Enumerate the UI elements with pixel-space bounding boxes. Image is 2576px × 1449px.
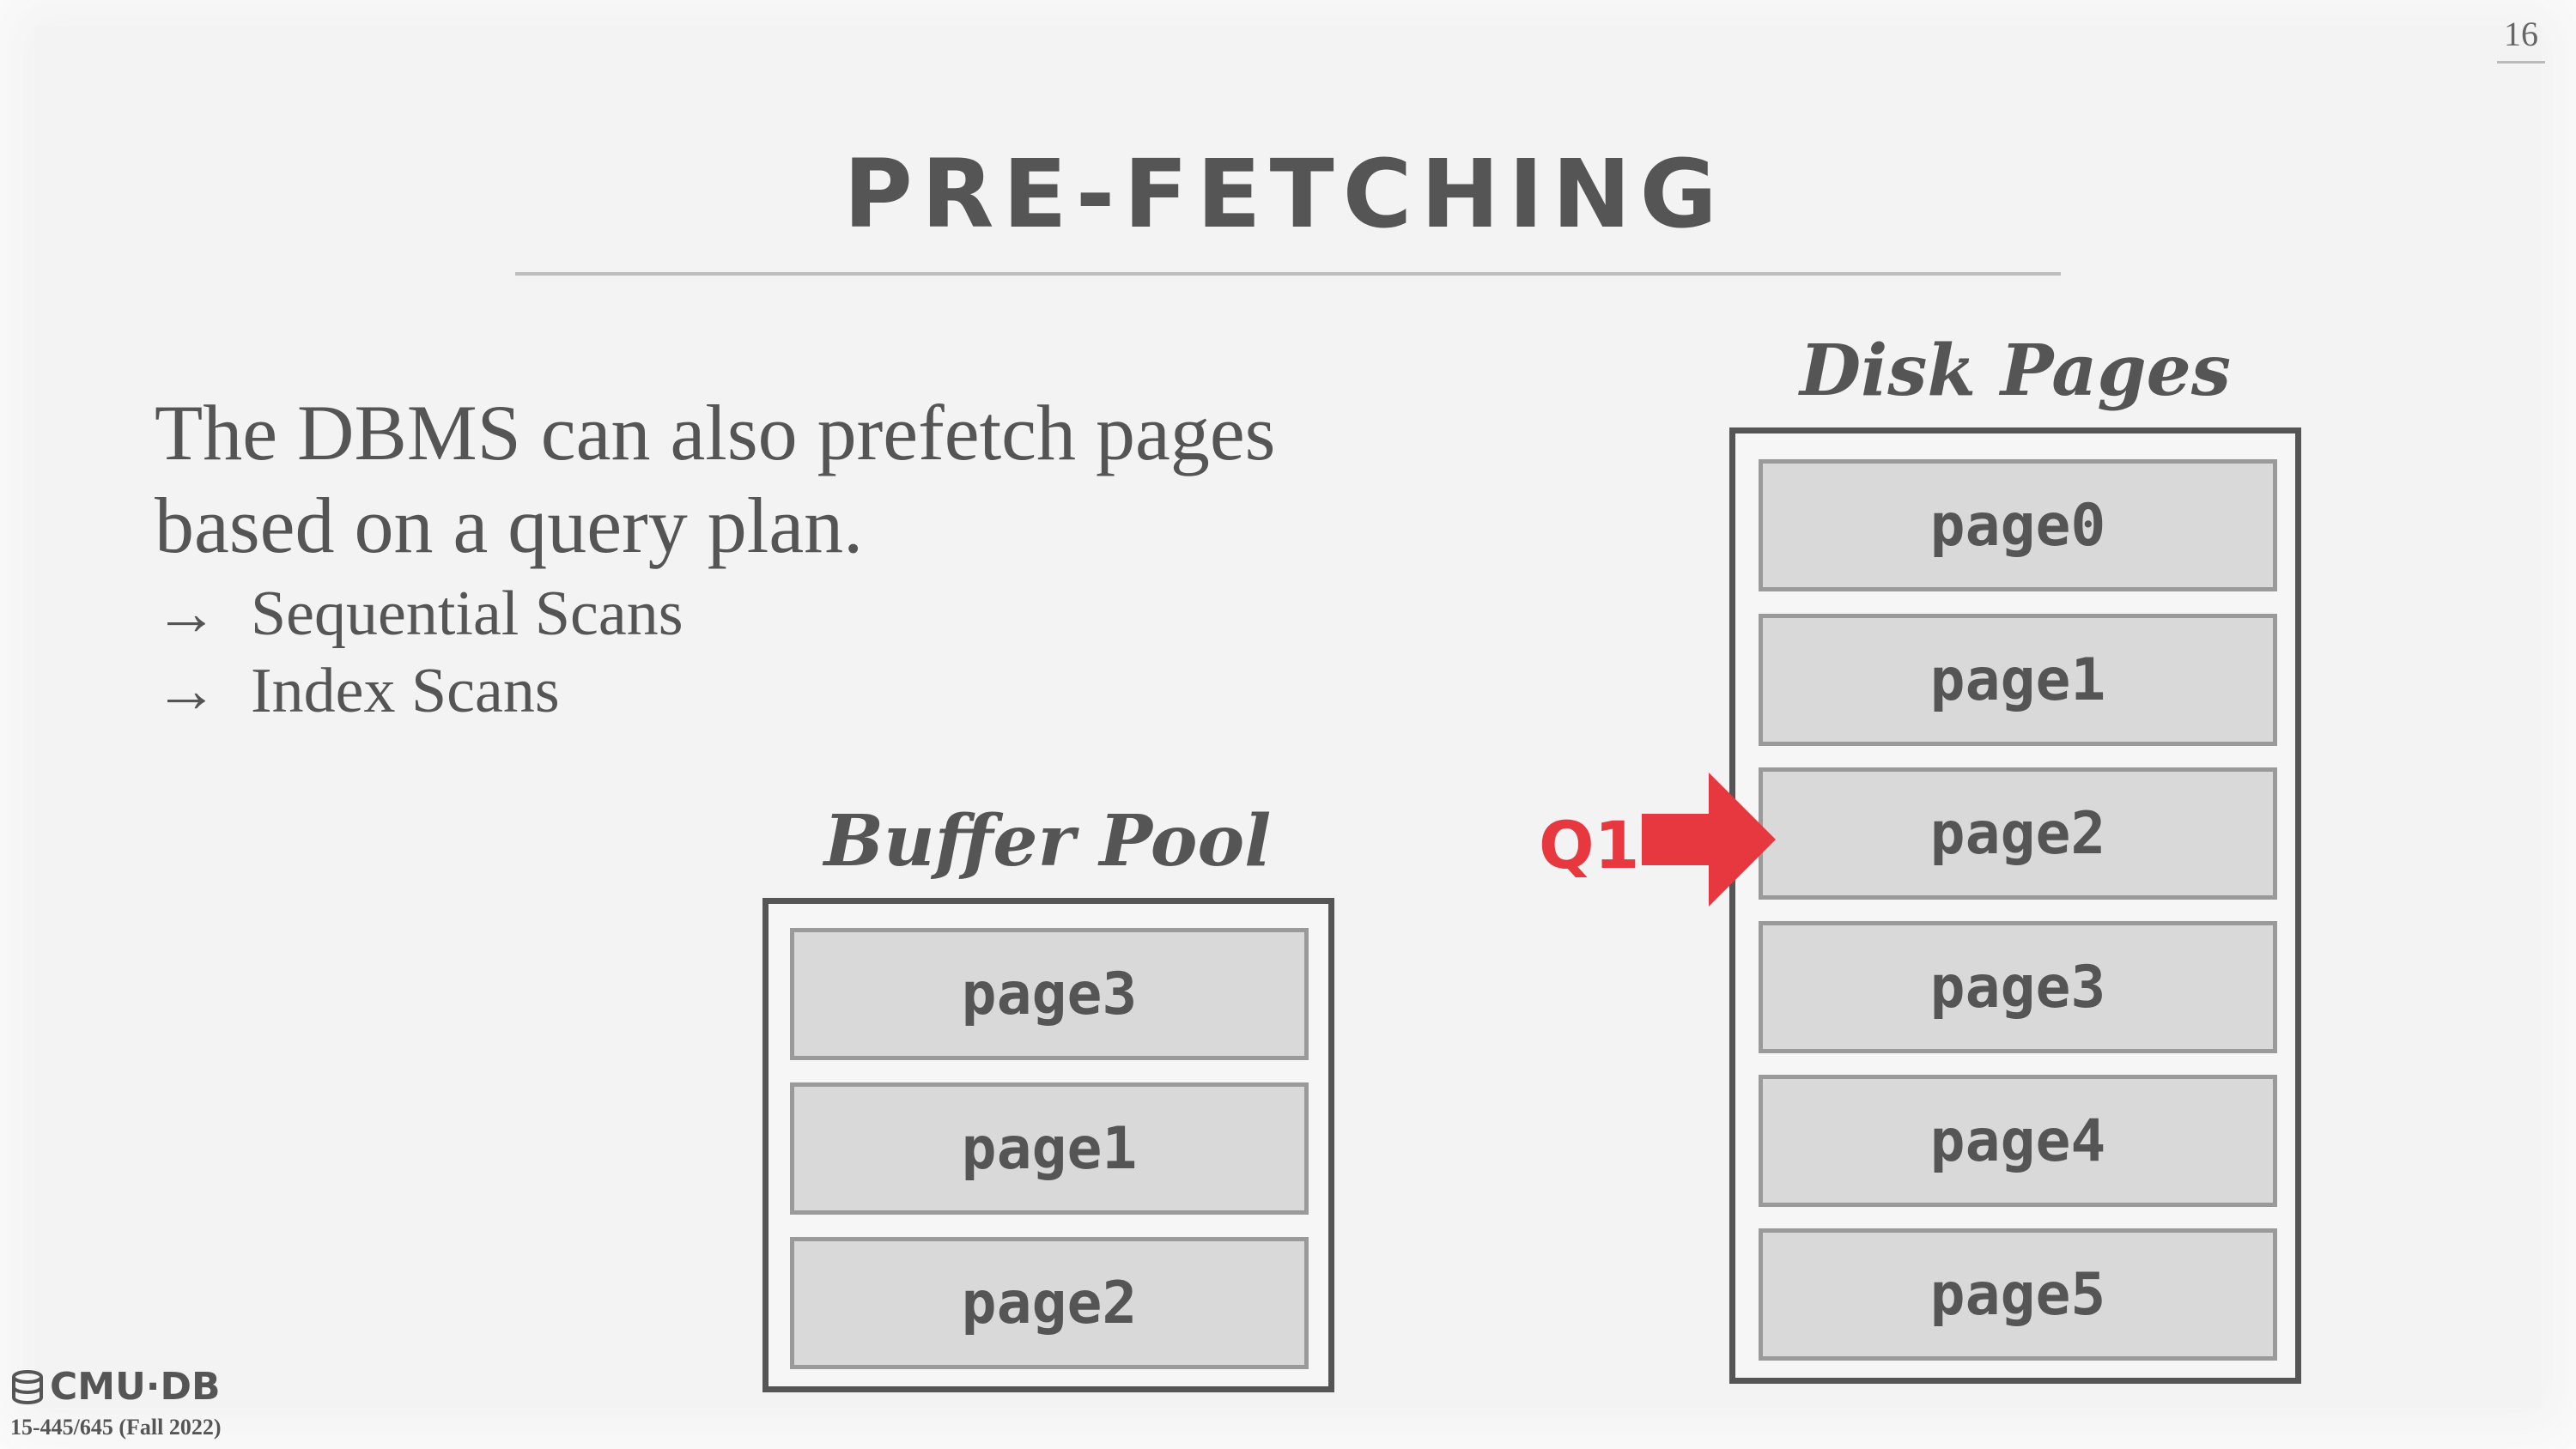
bullet-item: → Sequential Scans <box>155 575 683 652</box>
buffer-pool-label: Buffer Pool <box>823 800 1272 882</box>
disk-page: page2 <box>1759 767 2277 900</box>
disk-page: page1 <box>1759 614 2277 746</box>
buffer-page-slot: page1 <box>790 1082 1309 1215</box>
buffer-page-slot: page3 <box>790 928 1309 1060</box>
logo-text: CMU·DB <box>50 1365 221 1409</box>
course-label: 15-445/645 (Fall 2022) <box>10 1415 222 1440</box>
bullet-list: → Sequential Scans → Index Scans <box>155 575 683 730</box>
slide-title: PRE-FETCHING <box>843 139 1726 249</box>
disk-page: page3 <box>1759 921 2277 1053</box>
cmu-db-logo: CMU·DB <box>10 1365 221 1409</box>
database-icon <box>12 1369 43 1404</box>
disk-pages-container: page0 page1 page2 page3 page4 page5 <box>1729 427 2301 1384</box>
query-pointer-arrow-icon <box>1642 773 1776 906</box>
buffer-pool-container: page3 page1 page2 <box>762 898 1334 1392</box>
bullet-item: → Index Scans <box>155 652 683 730</box>
query-label: Q1 <box>1539 807 1640 883</box>
right-arrow-icon: → <box>155 579 218 649</box>
body-line-1: The DBMS can also prefetch pages <box>155 389 1276 476</box>
bullet-text: Sequential Scans <box>251 579 683 649</box>
buffer-page-slot: page2 <box>790 1237 1309 1369</box>
disk-page: page0 <box>1759 459 2277 591</box>
bullet-text: Index Scans <box>251 656 560 726</box>
disk-pages-label: Disk Pages <box>1799 330 2232 412</box>
body-text: The DBMS can also prefetch pages based o… <box>155 386 1443 572</box>
title-divider <box>515 272 2061 276</box>
disk-page: page5 <box>1759 1228 2277 1361</box>
right-arrow-icon: → <box>155 656 218 726</box>
body-line-2: based on a query plan. <box>155 482 864 569</box>
slide-number: 16 <box>2497 14 2545 64</box>
disk-page: page4 <box>1759 1075 2277 1207</box>
